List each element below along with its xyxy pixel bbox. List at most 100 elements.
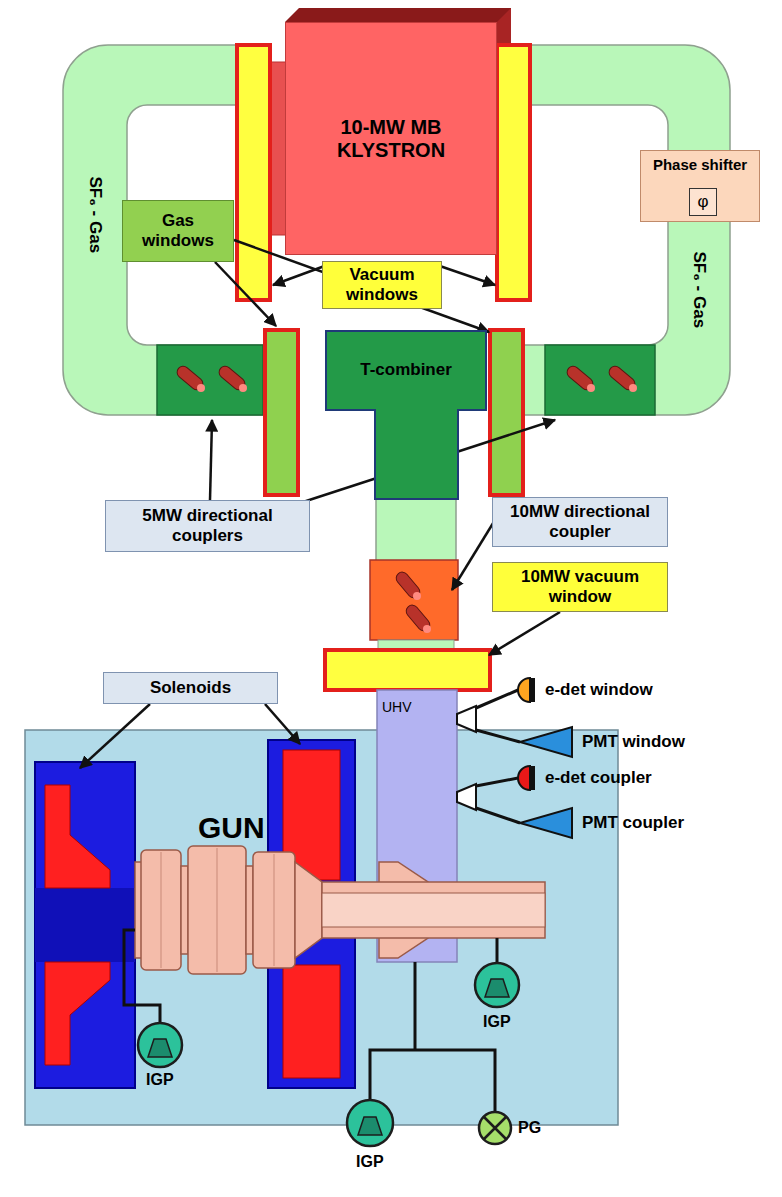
coaxial-coupler <box>322 882 545 938</box>
pressure-gauge <box>479 1112 511 1144</box>
gas-window <box>265 330 298 495</box>
coupler-probe <box>413 592 421 600</box>
leader-arrow <box>489 612 560 655</box>
node-text: 10-MW MB KLYSTRON <box>329 116 454 162</box>
pump-line <box>124 930 160 1023</box>
leader-arrow <box>265 704 300 744</box>
node-text: φ <box>697 192 708 212</box>
diagnostic-line <box>476 690 518 708</box>
diagnostic-port <box>457 784 476 810</box>
gas-label: SF₆ - Gas <box>689 251 709 328</box>
ion-getter-pump <box>138 1023 182 1067</box>
part-label: GUN <box>198 811 265 846</box>
leader-arrow <box>452 520 495 590</box>
rf-gun <box>274 854 275 966</box>
callout-box: Gas windows <box>122 200 234 262</box>
directional-coupler <box>545 345 655 415</box>
photomultiplier <box>520 727 572 757</box>
detector-label: PMT coupler <box>582 813 684 833</box>
klystron-box: 10-MW MB KLYSTRON <box>285 22 497 255</box>
photomultiplier <box>520 808 572 838</box>
coupler-probe <box>565 364 596 392</box>
coupler-probe <box>394 570 422 601</box>
t-combiner-outline <box>326 331 486 499</box>
t-combiner-outline <box>325 330 487 500</box>
ion-getter-pump <box>358 1117 382 1135</box>
pump-line <box>414 962 417 1050</box>
detector-label: e-det window <box>545 680 653 700</box>
electron-detector <box>518 766 530 790</box>
gauge-label: PG <box>518 1119 541 1137</box>
rf-gun <box>295 862 322 958</box>
phase-shifter-box: Phase shifter φ <box>640 150 760 222</box>
directional-coupler <box>157 345 263 415</box>
rf-gun <box>181 866 188 954</box>
phase-symbol-box: φ <box>689 188 717 216</box>
ion-getter-pump <box>485 979 509 997</box>
electron-detector <box>518 678 530 702</box>
leader-arrow <box>210 420 212 500</box>
region-label: UHV <box>382 699 412 715</box>
node-text: 10MW directional coupler <box>505 502 655 541</box>
diagnostic-line <box>476 730 520 742</box>
pump-label: IGP <box>356 1153 384 1171</box>
pump-label: IGP <box>146 1071 174 1089</box>
vacuum-window <box>497 45 530 300</box>
diagnostic-port <box>457 706 476 732</box>
callout-box: Vacuum windows <box>322 261 442 309</box>
sf6-waveguide <box>520 45 730 415</box>
callout-box: Solenoids <box>103 672 278 704</box>
coupler-probe <box>175 364 206 392</box>
coupler-probe <box>629 384 637 392</box>
leader-arrow <box>80 704 150 768</box>
rf-gun <box>253 852 295 968</box>
directional-coupler <box>370 560 458 640</box>
ion-getter-pump <box>475 963 519 1007</box>
leader-arrow <box>215 262 276 326</box>
diagnostic-line <box>476 808 520 823</box>
solenoid-coil <box>45 962 110 1065</box>
ion-getter-pump <box>475 963 519 1007</box>
node-text: Phase shifter <box>653 156 747 173</box>
solenoid <box>35 888 135 962</box>
ion-getter-pump <box>148 1039 172 1057</box>
klystron-depth <box>285 8 511 22</box>
electron-detector <box>530 678 535 702</box>
rf-gun <box>188 846 246 974</box>
coupler-probe <box>239 384 247 392</box>
detector-label: PMT window <box>582 732 685 752</box>
node-text: Gas windows <box>136 211 221 250</box>
ion-getter-pump <box>347 1100 393 1146</box>
callout-box: 10MW vacuum window <box>492 562 668 612</box>
ion-getter-pump <box>138 1023 182 1067</box>
coupler-probe <box>217 364 248 392</box>
pump-line <box>496 938 499 963</box>
pump-line <box>370 1050 495 1112</box>
coupler-probe <box>587 384 595 392</box>
rf-gun <box>161 852 162 968</box>
diagnostic-line <box>476 778 518 786</box>
solenoid-coil <box>283 965 340 1078</box>
node-text: Solenoids <box>150 678 231 698</box>
electron-detector <box>530 766 535 790</box>
pressure-gauge <box>484 1117 506 1139</box>
node-text: T-combiner <box>360 360 452 380</box>
waveguide <box>376 498 456 562</box>
ion-getter-pump <box>347 1100 393 1146</box>
coaxial-coupler <box>322 893 545 927</box>
callout-box: 5MW directional couplers <box>105 500 310 552</box>
coupler-probe <box>423 625 431 633</box>
node-text: 5MW directional couplers <box>133 506 283 545</box>
rf-gun <box>246 866 253 954</box>
coupler-probe <box>197 384 205 392</box>
detector-label: e-det coupler <box>545 768 652 788</box>
leader-arrow <box>434 264 495 285</box>
solenoid-coil <box>45 785 110 888</box>
gas-window <box>490 330 523 495</box>
node-text: 10MW vacuum window <box>515 567 645 606</box>
rf-gun <box>141 850 181 970</box>
coupler-probe <box>607 364 638 392</box>
pressure-gauge <box>479 1112 511 1144</box>
node-text: Vacuum windows <box>335 265 430 304</box>
